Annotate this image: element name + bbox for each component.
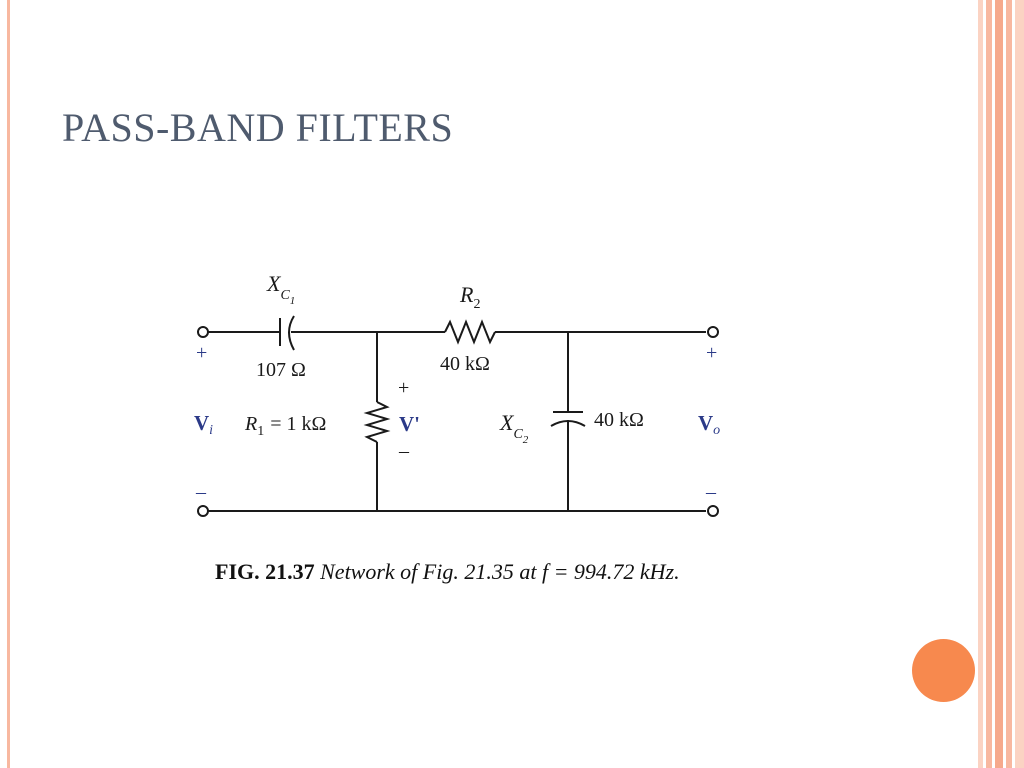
input-minus: – (195, 481, 207, 503)
xc1-value: 107 Ω (256, 359, 306, 381)
input-terminal-top (197, 326, 209, 338)
output-minus: – (705, 481, 717, 503)
vi-label: Vi (194, 411, 213, 438)
input-terminal-bottom (197, 505, 209, 517)
left-border-line (7, 0, 10, 768)
right-border-stripes (978, 0, 1024, 768)
decorative-circle (912, 639, 975, 702)
r1-resistor (363, 401, 391, 443)
slide-title: PASS-BAND FILTERS (62, 105, 454, 150)
r2-resistor (444, 319, 496, 345)
vprime-minus: – (398, 440, 410, 462)
xc2-label: XC2 (499, 410, 529, 446)
xc2-value: 40 kΩ (594, 409, 644, 431)
input-plus: + (196, 342, 207, 364)
r2-label: R2 (459, 282, 480, 312)
r1-label: R1= 1 kΩ (244, 413, 326, 439)
xc1-label: XC1 (266, 271, 295, 307)
figure-caption: FIG. 21.37 Network of Fig. 21.35 at f = … (215, 556, 695, 587)
vo-label: Vo (698, 411, 720, 438)
output-plus: + (706, 342, 717, 364)
c1-plate-curved (288, 315, 295, 351)
output-terminal-top (707, 326, 719, 338)
circuit-diagram: XC1 107 Ω R2 40 kΩ R1= 1 kΩ + V' – XC2 4… (194, 271, 720, 517)
r2-value: 40 kΩ (440, 353, 490, 375)
figure-label: FIG. 21.37 (215, 559, 315, 584)
output-terminal-bottom (707, 505, 719, 517)
vprime-label: V' (399, 412, 420, 436)
figure-text: Network of Fig. 21.35 at f = 994.72 kHz. (320, 559, 680, 584)
vprime-plus: + (398, 377, 409, 399)
